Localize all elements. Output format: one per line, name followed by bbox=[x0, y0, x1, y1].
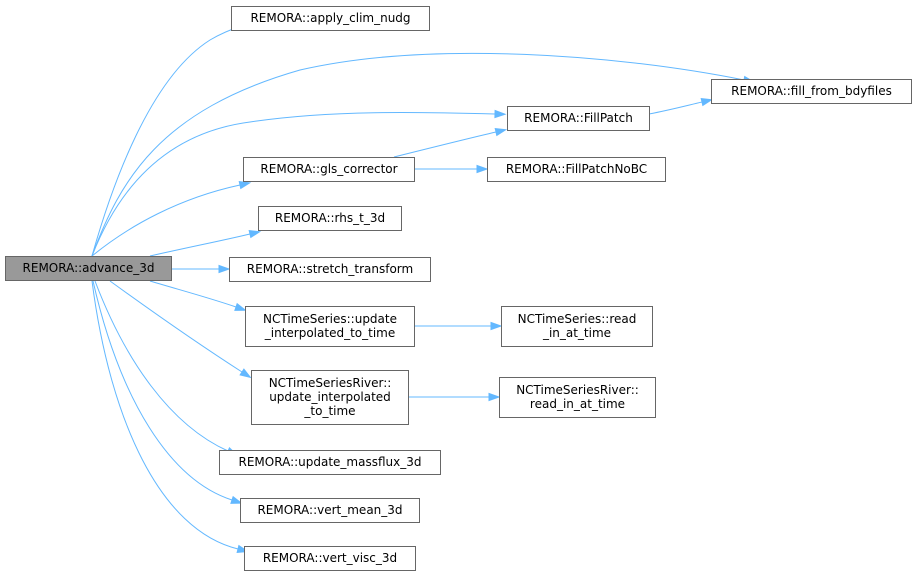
node-nc_read_in_at_time[interactable]: NCTimeSeries::read_in_at_time bbox=[501, 306, 653, 347]
edge-line bbox=[94, 280, 229, 452]
arrowhead bbox=[476, 164, 489, 174]
node-label-line: _interpolated_to_time bbox=[264, 326, 395, 340]
node-box[interactable] bbox=[229, 257, 431, 282]
edge-line bbox=[91, 52, 745, 257]
node-box[interactable] bbox=[251, 370, 409, 425]
edge-line bbox=[91, 24, 245, 257]
node-label-line: REMORA::vert_mean_3d bbox=[257, 503, 402, 517]
arrowhead bbox=[490, 321, 503, 331]
nodes-layer: REMORA::advance_3d REMORA::apply_clim_nud… bbox=[5, 6, 912, 571]
edge-advance_3d-to-gls_corrector bbox=[91, 181, 252, 257]
node-label-line: REMORA::rhs_t_3d bbox=[275, 211, 385, 225]
arrowhead bbox=[239, 368, 252, 379]
edge-advance_3d-to-ncr_update_interp bbox=[109, 280, 252, 379]
node-label-line: _to_time bbox=[303, 404, 355, 418]
node-stretch_transform[interactable]: REMORA::stretch_transform bbox=[229, 257, 431, 282]
edge-nc_update_interp-to-nc_read_in_at_time bbox=[414, 321, 503, 331]
node-apply_clim_nudg[interactable]: REMORA::apply_clim_nudg bbox=[231, 6, 430, 31]
node-advance_3d[interactable]: REMORA::advance_3d bbox=[5, 256, 172, 281]
arrowhead bbox=[234, 302, 247, 311]
node-box[interactable] bbox=[499, 377, 656, 418]
edge-line bbox=[91, 111, 496, 257]
node-gls_corrector[interactable]: REMORA::gls_corrector bbox=[243, 157, 415, 182]
edge-line bbox=[149, 233, 251, 257]
edge-line bbox=[393, 131, 497, 158]
node-box[interactable] bbox=[487, 157, 666, 182]
node-vert_visc_3d[interactable]: REMORA::vert_visc_3d bbox=[244, 546, 416, 571]
node-box[interactable] bbox=[245, 306, 415, 347]
edge-gls_corrector-to-FillPatch bbox=[393, 128, 508, 158]
node-fill_from_bdyfiles[interactable]: REMORA::fill_from_bdyfiles bbox=[711, 79, 912, 104]
node-box[interactable] bbox=[244, 546, 416, 571]
node-box[interactable] bbox=[258, 206, 402, 231]
edge-line bbox=[91, 280, 239, 550]
edge-line bbox=[92, 280, 233, 501]
node-label-line: REMORA::fill_from_bdyfiles bbox=[731, 84, 892, 98]
edge-advance_3d-to-stretch_transform bbox=[171, 264, 231, 274]
node-label-line: REMORA::gls_corrector bbox=[260, 162, 397, 176]
arrowhead bbox=[488, 392, 501, 402]
edge-advance_3d-to-nc_update_interp bbox=[149, 280, 247, 311]
node-update_massflux_3d[interactable]: REMORA::update_massflux_3d bbox=[219, 450, 441, 475]
edge-line bbox=[648, 101, 703, 115]
node-label-line: NCTimeSeriesRiver:: bbox=[516, 383, 639, 397]
arrowhead bbox=[238, 181, 252, 190]
edge-advance_3d-to-rhs_t_3d bbox=[149, 230, 262, 257]
node-box[interactable] bbox=[231, 6, 430, 31]
arrowhead bbox=[494, 128, 508, 137]
edge-advance_3d-to-fill_from_bdyfiles bbox=[91, 52, 756, 257]
edge-gls_corrector-to-FillPatchNoBC bbox=[414, 164, 489, 174]
arrowhead bbox=[218, 264, 231, 274]
node-label-line: REMORA::advance_3d bbox=[23, 261, 155, 275]
node-box[interactable] bbox=[501, 306, 653, 347]
node-label-line: REMORA::FillPatchNoBC bbox=[506, 162, 647, 176]
node-box[interactable] bbox=[507, 106, 650, 131]
node-nc_update_interp[interactable]: NCTimeSeries::update_interpolated_to_tim… bbox=[245, 306, 415, 347]
node-rhs_t_3d[interactable]: REMORA::rhs_t_3d bbox=[258, 206, 402, 231]
node-ncr_update_interp[interactable]: NCTimeSeriesRiver::update_interpolated_t… bbox=[251, 370, 409, 425]
edge-ncr_update_interp-to-ncr_read_in_at_time bbox=[408, 392, 501, 402]
arrowhead bbox=[700, 98, 714, 107]
node-box[interactable] bbox=[243, 157, 415, 182]
arrowhead bbox=[494, 109, 507, 119]
edges-layer bbox=[91, 21, 756, 553]
edge-line bbox=[91, 184, 241, 257]
edge-advance_3d-to-FillPatch bbox=[91, 109, 507, 257]
edge-advance_3d-to-vert_visc_3d bbox=[91, 280, 250, 553]
node-label-line: REMORA::update_massflux_3d bbox=[239, 455, 422, 469]
node-label-line: update_interpolated bbox=[269, 390, 391, 404]
edge-advance_3d-to-apply_clim_nudg bbox=[91, 21, 255, 257]
node-box[interactable] bbox=[711, 79, 912, 104]
edge-advance_3d-to-vert_mean_3d bbox=[92, 280, 243, 504]
node-label-line: _in_at_time bbox=[542, 326, 611, 340]
node-ncr_read_in_at_time[interactable]: NCTimeSeriesRiver::read_in_at_time bbox=[499, 377, 656, 418]
node-label-line: REMORA::stretch_transform bbox=[247, 262, 413, 276]
node-box[interactable] bbox=[219, 450, 441, 475]
node-FillPatchNoBC[interactable]: REMORA::FillPatchNoBC bbox=[487, 157, 666, 182]
node-label-line: NCTimeSeries::update bbox=[263, 312, 397, 326]
node-vert_mean_3d[interactable]: REMORA::vert_mean_3d bbox=[240, 498, 420, 523]
node-box[interactable] bbox=[240, 498, 420, 523]
node-label-line: NCTimeSeriesRiver:: bbox=[269, 376, 392, 390]
arrowhead bbox=[230, 495, 243, 504]
node-label-line: NCTimeSeries::read bbox=[518, 312, 637, 326]
edge-line bbox=[149, 280, 237, 308]
edge-FillPatch-to-fill_from_bdyfiles bbox=[648, 98, 714, 115]
node-box[interactable] bbox=[5, 256, 172, 281]
node-label-line: REMORA::FillPatch bbox=[524, 111, 633, 125]
node-FillPatch[interactable]: REMORA::FillPatch bbox=[507, 106, 650, 131]
edge-line bbox=[109, 280, 243, 373]
node-label-line: REMORA::apply_clim_nudg bbox=[250, 11, 410, 25]
node-label-line: read_in_at_time bbox=[530, 397, 625, 411]
node-label-line: REMORA::vert_visc_3d bbox=[263, 551, 397, 565]
arrowhead bbox=[248, 230, 262, 239]
edge-advance_3d-to-update_massflux_3d bbox=[94, 280, 239, 456]
